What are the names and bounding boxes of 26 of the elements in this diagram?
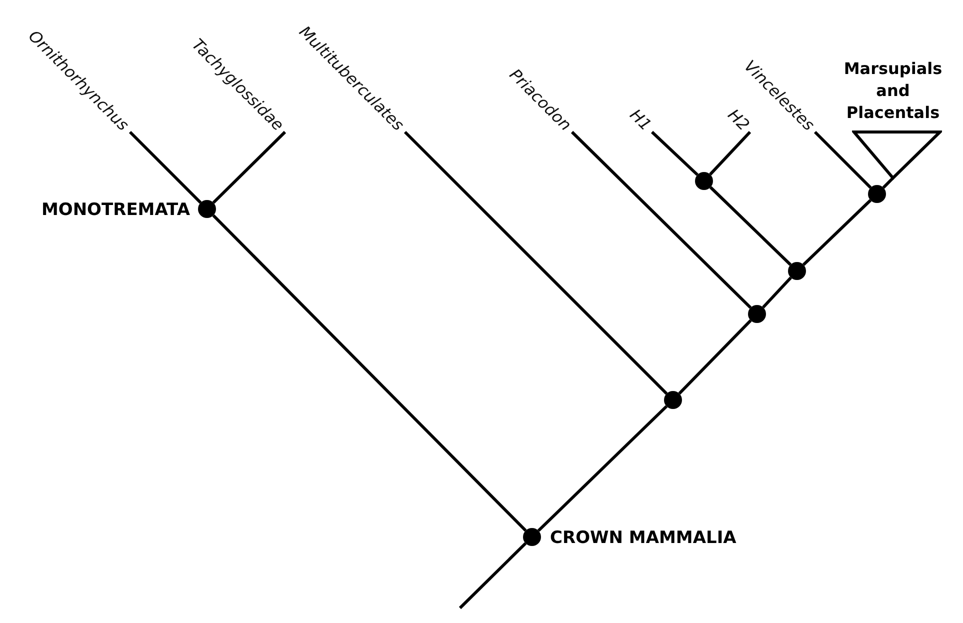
clade-label: CROWN MAMMALIA <box>550 528 736 548</box>
branch-line <box>814 130 872 189</box>
branch-line <box>709 130 752 176</box>
node-dot <box>748 305 766 323</box>
branch-line <box>650 130 698 176</box>
taxon-label: H1 <box>625 105 656 136</box>
branch-line <box>678 319 752 395</box>
branch-line <box>212 130 286 204</box>
branch-line <box>212 214 527 532</box>
node-dot <box>788 262 806 280</box>
node-dot <box>198 200 216 218</box>
node-dot <box>868 185 886 203</box>
clade-label: MONOTREMATA <box>41 200 190 220</box>
node-dot <box>523 528 541 546</box>
branch-line <box>570 130 752 309</box>
node-dot <box>664 391 682 409</box>
branch-line <box>709 186 792 266</box>
branch-line <box>882 176 894 189</box>
branch-line <box>802 199 872 266</box>
branch-line <box>404 130 668 395</box>
branch-line <box>537 405 668 532</box>
root-branch <box>458 542 527 610</box>
node-dot <box>695 172 713 190</box>
clade-heading: Marsupials and Placentals <box>842 58 944 124</box>
branch-line <box>762 276 792 308</box>
branch-line <box>128 130 202 204</box>
